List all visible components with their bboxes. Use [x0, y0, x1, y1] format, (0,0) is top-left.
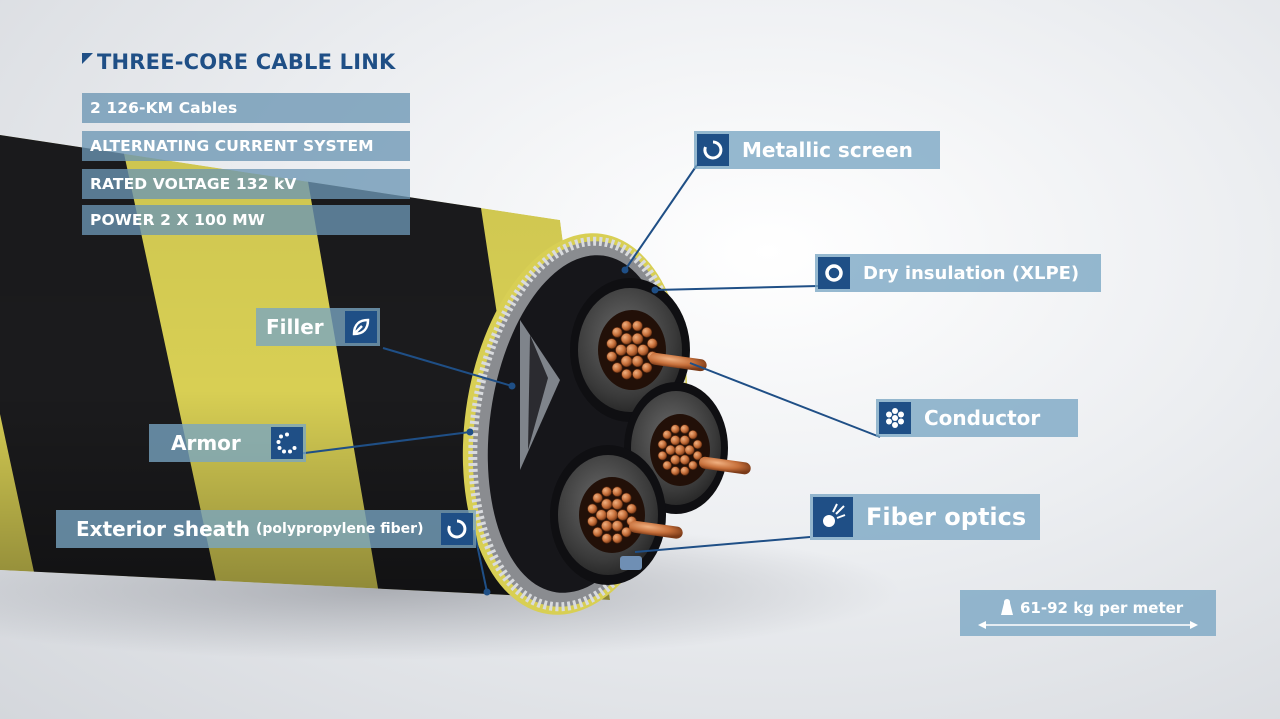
copper-strand — [662, 460, 672, 470]
copper-strand — [612, 533, 623, 544]
strands-icon — [879, 402, 911, 434]
label-armor: Armor — [149, 424, 306, 462]
copper-strand — [592, 526, 603, 538]
copper-strand — [670, 424, 680, 434]
copper-strand — [674, 444, 686, 456]
copper-strand — [646, 338, 658, 349]
label-metallic-screen: Metallic screen — [694, 131, 940, 169]
conductor-strands-2 — [657, 424, 703, 476]
weight-text: 61-92 kg per meter — [1020, 599, 1184, 617]
copper-strand — [657, 439, 668, 450]
ring-gap-icon — [441, 513, 473, 545]
label-exterior-sheath: Exterior sheath (polypropylene fiber) — [56, 510, 476, 548]
light-burst-icon — [813, 497, 853, 537]
conductor-strands-1 — [606, 320, 658, 380]
diagram-title: THREE-CORE CABLE LINK — [82, 50, 396, 74]
title-text: THREE-CORE CABLE LINK — [97, 50, 396, 74]
conductor-rods — [629, 352, 751, 539]
copper-strand — [665, 444, 676, 456]
copper-strand — [625, 343, 639, 357]
spec-rated-voltage: RATED VOLTAGE 132 kV — [82, 169, 410, 199]
copper-strand — [611, 327, 623, 338]
label-fiber-optics: Fiber optics — [810, 494, 1040, 540]
copper-strand — [595, 509, 607, 521]
title-corner-mark — [82, 52, 93, 64]
ring-gap-icon — [697, 134, 729, 166]
copper-strand — [606, 338, 618, 349]
copper-strand — [631, 332, 644, 345]
copper-strand — [684, 444, 695, 456]
copper-strand — [670, 454, 681, 465]
leaf-icon — [345, 311, 377, 343]
fiber-optic-tube — [620, 556, 642, 570]
label-dry-insulation-text: Dry insulation (XLPE) — [863, 262, 1080, 284]
copper-strand — [688, 460, 698, 470]
spec-current-system: ALTERNATING CURRENT SYSTEM — [82, 131, 410, 161]
copper-strand — [680, 466, 690, 476]
copper-strand — [615, 344, 627, 356]
copper-strand — [680, 424, 690, 434]
copper-strand — [620, 355, 633, 368]
copper-strand — [679, 454, 690, 465]
conductor-strands-3 — [587, 486, 637, 544]
spec-power: POWER 2 X 100 MW — [82, 205, 410, 235]
copper-strand — [632, 368, 643, 380]
copper-strand — [657, 451, 668, 461]
label-filler-text: Filler — [266, 315, 324, 339]
label-fiber-optics-text: Fiber optics — [866, 503, 1027, 531]
exterior-sheath-body — [0, 135, 610, 600]
copper-strand — [587, 516, 598, 527]
double-arrow-icon — [978, 621, 1198, 629]
weight-info: 61-92 kg per meter — [960, 590, 1216, 636]
copper-strand — [621, 368, 632, 380]
label-exterior-sheath-text: Exterior sheath — [76, 517, 250, 541]
copper-strand — [637, 344, 649, 356]
label-armor-text: Armor — [171, 431, 241, 455]
copper-strand — [601, 498, 613, 510]
copper-strand — [601, 486, 612, 497]
copper-strand — [612, 486, 623, 497]
spec-cable-length: 2 126-KM Cables — [82, 93, 410, 123]
copper-strand — [688, 430, 698, 440]
copper-strand — [641, 362, 653, 373]
copper-strand — [679, 435, 690, 446]
label-conductor-text: Conductor — [924, 406, 1041, 430]
copper-strand — [620, 332, 633, 345]
copper-strand — [601, 533, 612, 544]
leader-dots — [466, 266, 659, 596]
ring-icon — [818, 257, 850, 289]
copper-strand — [621, 492, 632, 504]
label-filler: Filler — [256, 308, 380, 346]
copper-strand — [670, 466, 680, 476]
copper-strand — [626, 503, 637, 514]
label-exterior-sheath-note: (polypropylene fiber) — [255, 521, 424, 537]
copper-strand — [641, 326, 653, 338]
leader-lines — [296, 164, 881, 593]
copper-strand — [611, 520, 623, 532]
copper-strand — [587, 503, 598, 514]
weight-icon — [998, 598, 1016, 620]
copper-strand — [621, 526, 632, 538]
copper-strand — [631, 355, 644, 368]
copper-strand — [611, 362, 623, 374]
copper-strand — [606, 351, 618, 362]
copper-strand — [662, 430, 672, 440]
copper-strand — [605, 508, 619, 522]
copper-strand — [611, 498, 623, 510]
copper-strand — [692, 450, 703, 461]
copper-strand — [601, 520, 613, 532]
label-metallic-screen-text: Metallic screen — [742, 138, 913, 162]
copper-strand — [632, 320, 643, 332]
copper-strand — [670, 435, 681, 446]
copper-strand — [617, 509, 629, 521]
dotted-ring-icon — [271, 427, 303, 459]
copper-strand — [621, 320, 632, 332]
label-conductor: Conductor — [876, 399, 1078, 437]
copper-strand — [592, 492, 603, 504]
label-dry-insulation: Dry insulation (XLPE) — [815, 254, 1101, 292]
copper-strand — [692, 439, 703, 449]
